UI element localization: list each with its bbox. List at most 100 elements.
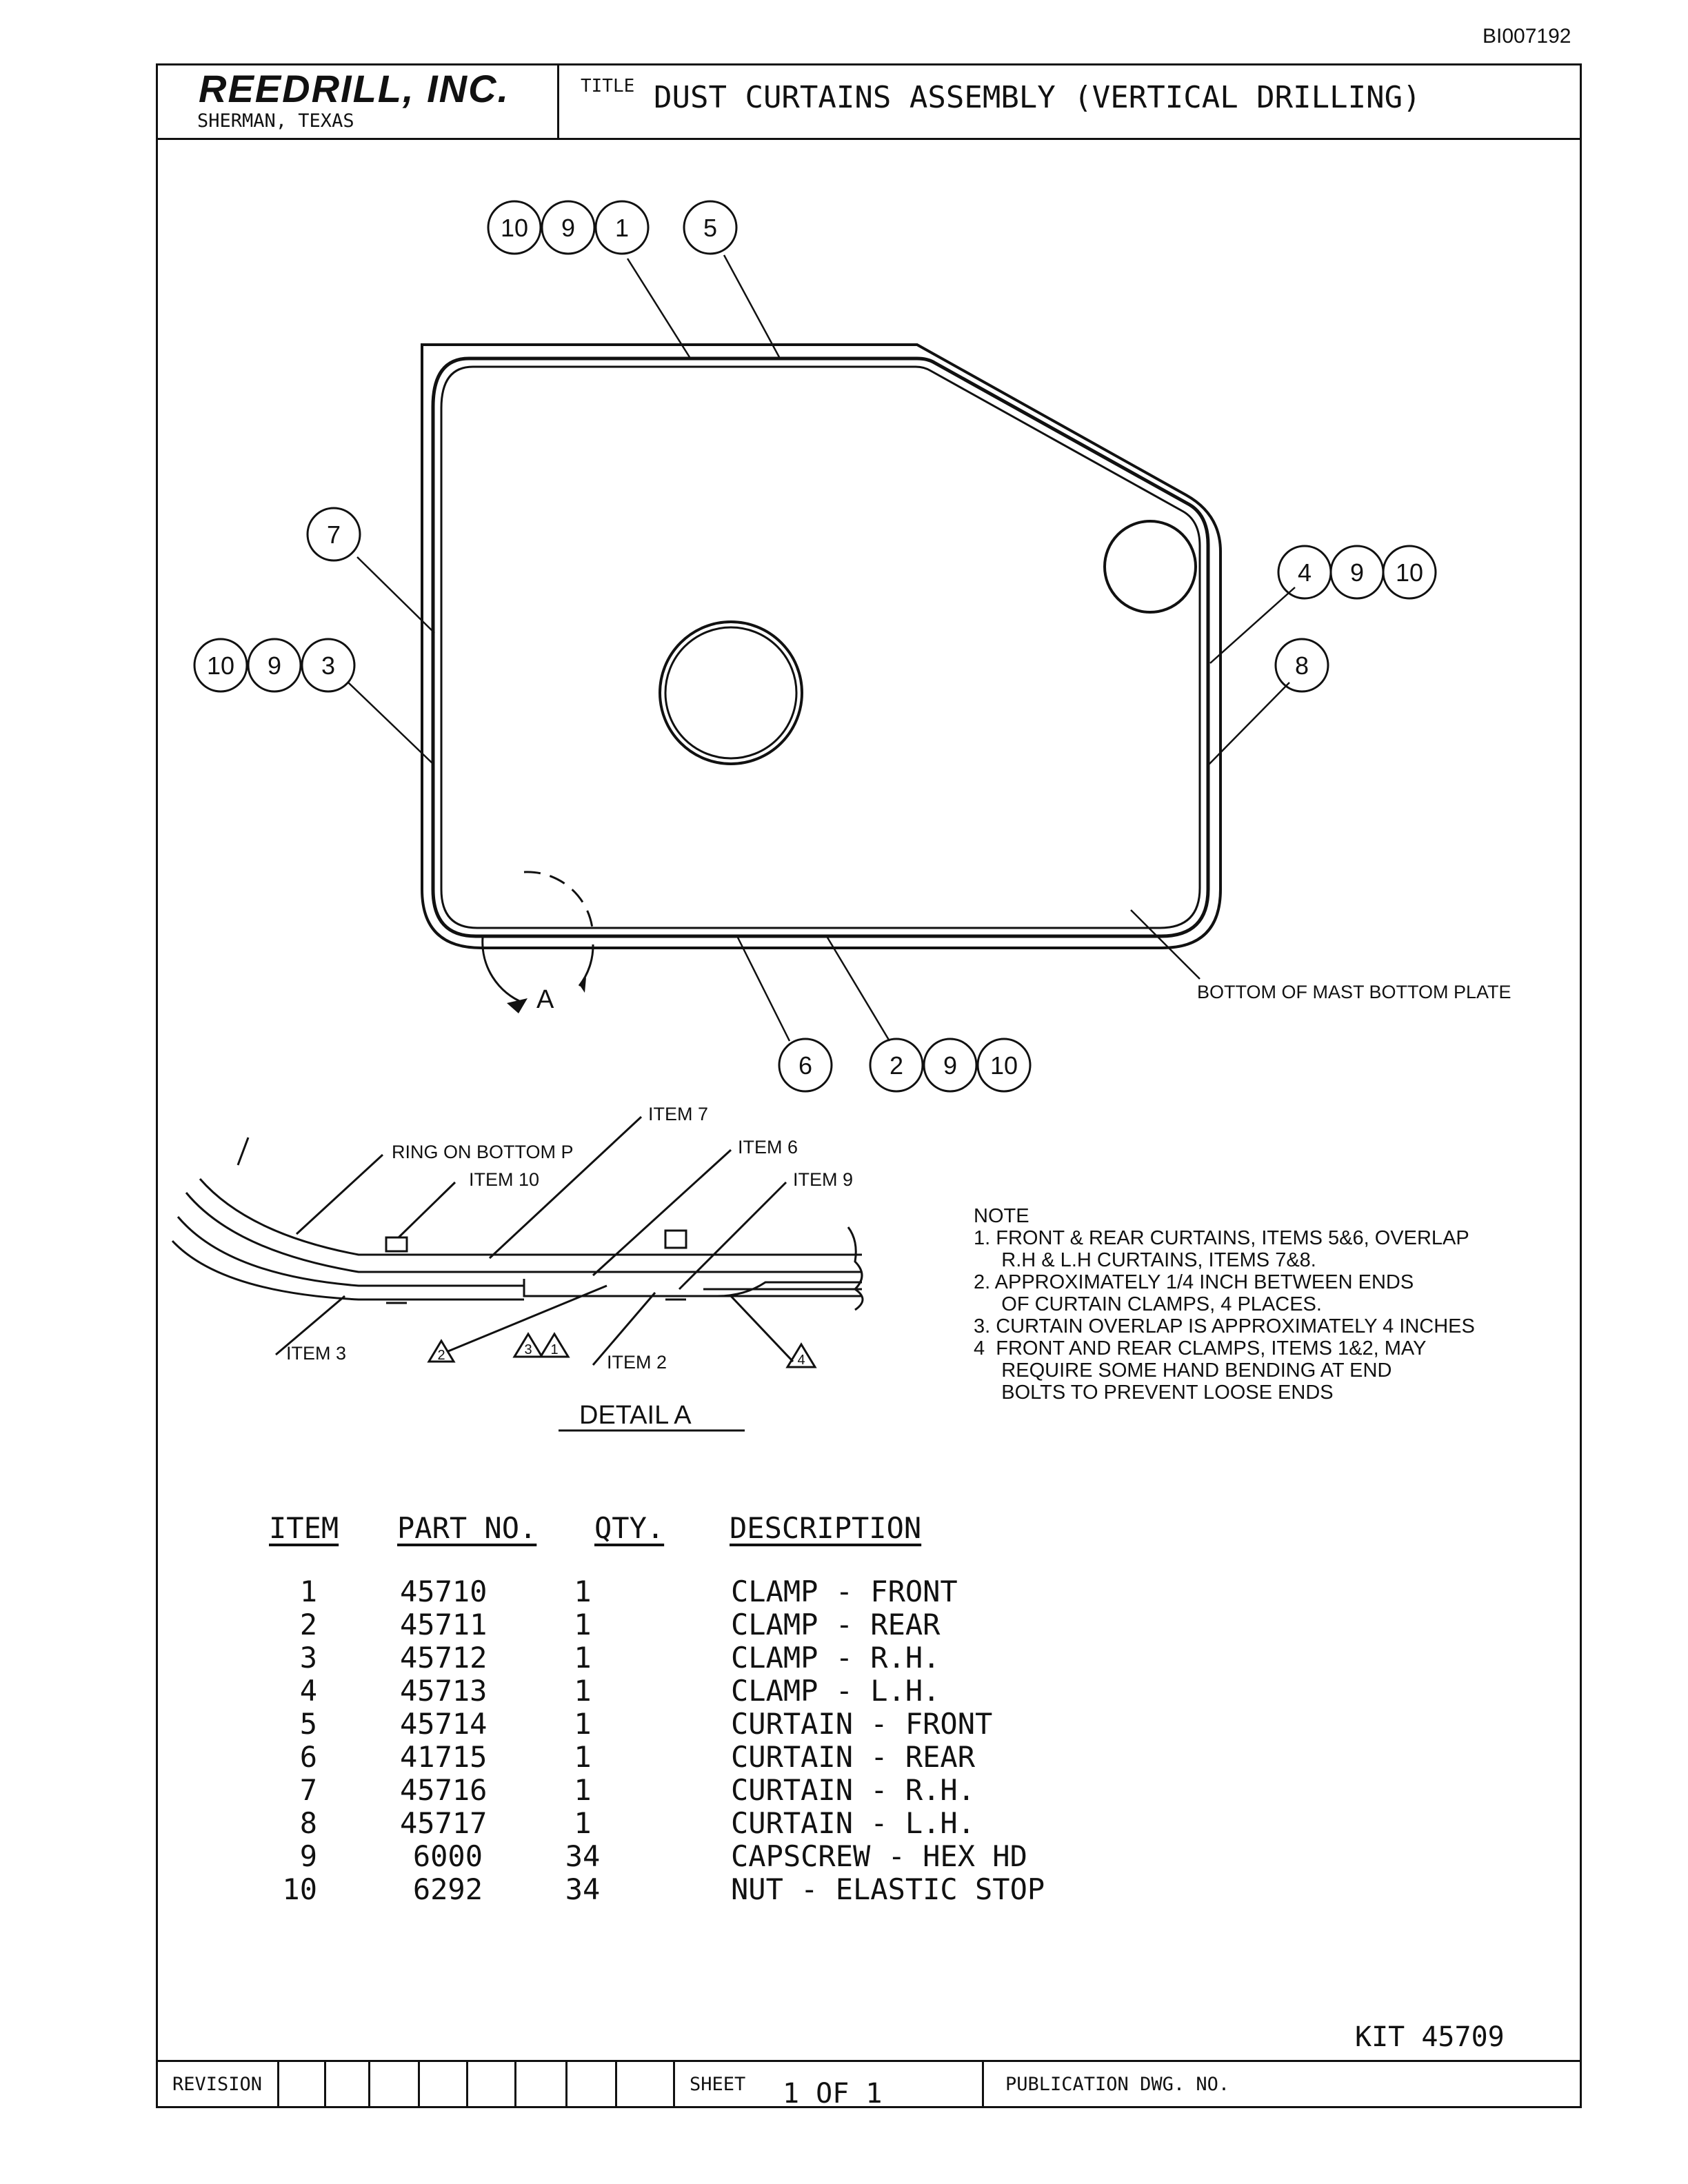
note-line: 2. APPROXIMATELY 1/4 INCH BETWEEN ENDS [974, 1271, 1414, 1293]
table-cell-part: 41715 [400, 1740, 488, 1774]
notes-block: NOTE 1. FRONT & REAR CURTAINS, ITEMS 5&6… [974, 1205, 1475, 1404]
table-cell-part: 45716 [400, 1773, 488, 1807]
footer-divider [156, 2060, 1582, 2062]
table-cell-qty: 1 [574, 1740, 592, 1774]
title-block-vertical-divider [557, 63, 559, 138]
label-item-10: ITEM 10 [469, 1169, 539, 1190]
table-cell-desc: CURTAIN - R.H. [731, 1773, 976, 1807]
balloon-8-right: 8 [1295, 651, 1309, 680]
balloon-4-right: 4 [1298, 558, 1312, 587]
table-cell-item: 10 [282, 1872, 317, 1906]
detail-marker: A [536, 985, 554, 1014]
document-id: BI007192 [1483, 25, 1571, 48]
balloon-7-left: 7 [327, 520, 341, 549]
title-block-divider [156, 138, 1582, 140]
note-line: BOLTS TO PREVENT LOOSE ENDS [974, 1382, 1334, 1404]
detail-a-title: DETAIL A [579, 1401, 692, 1430]
table-cell-item: 8 [299, 1806, 317, 1840]
header-item: ITEM [269, 1511, 339, 1545]
table-cell-desc: CURTAIN - FRONT [731, 1707, 993, 1741]
label-item-9: ITEM 9 [793, 1169, 853, 1190]
table-cell-part: 45711 [400, 1608, 488, 1641]
label-item-3: ITEM 3 [286, 1343, 346, 1364]
note-line: OF CURTAIN CLAMPS, 4 PLACES. [974, 1293, 1322, 1315]
header-description: DESCRIPTION [730, 1511, 922, 1545]
table-cell-desc: CURTAIN - REAR [731, 1740, 976, 1774]
table-cell-part: 45717 [400, 1806, 488, 1840]
table-cell-part: 45714 [400, 1707, 488, 1741]
label-ring-on-bottom: RING ON BOTTOM P [392, 1142, 574, 1162]
bottom-plate-label: BOTTOM OF MAST BOTTOM PLATE [1197, 982, 1511, 1002]
table-cell-qty: 1 [574, 1773, 592, 1807]
table-cell-desc: CLAMP - R.H. [731, 1641, 941, 1675]
table-cell-part: 45712 [400, 1641, 488, 1675]
sheet-value: 1 OF 1 [783, 2078, 883, 2110]
note-line: REQUIRE SOME HAND BENDING AT END [974, 1359, 1392, 1382]
table-cell-item: 7 [299, 1773, 317, 1807]
bit-opening-circle-inner [664, 626, 798, 760]
drawing-title: DUST CURTAINS ASSEMBLY (VERTICAL DRILLIN… [654, 80, 1421, 115]
balloon-9-bottom: 9 [943, 1051, 957, 1080]
drawing-frame [156, 63, 1582, 2108]
balloon-3-left: 3 [321, 651, 335, 680]
label-item-7: ITEM 7 [648, 1104, 708, 1124]
table-cell-desc: CLAMP - REAR [731, 1608, 941, 1641]
balloon-10-right: 10 [1396, 558, 1423, 587]
table-cell-desc: CLAMP - FRONT [731, 1575, 958, 1608]
note-line: 1. FRONT & REAR CURTAINS, ITEMS 5&6, OVE… [974, 1227, 1469, 1249]
publication-dwg-label: PUBLICATION DWG. NO. [1005, 2074, 1230, 2095]
header-qty: QTY. [594, 1511, 665, 1545]
triangle-note-1: 1 [550, 1342, 558, 1357]
header-part-no: PART NO. [397, 1511, 537, 1545]
table-cell-qty: 34 [565, 1839, 601, 1873]
balloon-1-top: 1 [615, 214, 629, 242]
table-cell-qty: 1 [574, 1806, 592, 1840]
table-cell-item: 4 [299, 1674, 317, 1708]
table-cell-part: 6000 [412, 1839, 483, 1873]
table-cell-item: 9 [299, 1839, 317, 1873]
balloon-9-top: 9 [561, 214, 575, 242]
company-name: REEDRILL, INC. [199, 67, 510, 110]
curtain-band-outer [431, 356, 1210, 938]
company-location: SHERMAN, TEXAS [197, 110, 354, 132]
balloon-10-top: 10 [501, 214, 528, 242]
title-label: TITLE [581, 76, 635, 97]
note-line: R.H & L.H CURTAINS, ITEMS 7&8. [974, 1249, 1316, 1271]
triangle-note-2: 2 [437, 1348, 445, 1363]
triangle-note-3: 3 [524, 1342, 532, 1357]
table-cell-desc: CAPSCREW - HEX HD [731, 1839, 1027, 1873]
balloon-9-right: 9 [1350, 558, 1364, 587]
balloon-6-bottom: 6 [798, 1051, 812, 1080]
balloon-10-left: 10 [207, 651, 234, 680]
label-item-6: ITEM 6 [738, 1137, 798, 1157]
sheet-label: SHEET [690, 2074, 746, 2095]
table-cell-part: 6292 [412, 1872, 483, 1906]
curtain-band-inner [440, 365, 1201, 929]
mast-outline [421, 343, 1222, 949]
bit-opening-circle [659, 620, 803, 765]
revision-label: REVISION [172, 2074, 263, 2095]
notes-heading: NOTE [974, 1205, 1029, 1227]
table-cell-qty: 1 [574, 1641, 592, 1675]
table-cell-desc: CURTAIN - L.H. [731, 1806, 976, 1840]
balloon-2-bottom: 2 [890, 1051, 903, 1080]
detail-a-drawing [171, 1115, 864, 1368]
table-cell-part: 45710 [400, 1575, 488, 1608]
table-cell-qty: 1 [574, 1575, 592, 1608]
balloon-9-left: 9 [268, 651, 281, 680]
balloon-10-bottom: 10 [990, 1051, 1018, 1080]
label-item-2: ITEM 2 [607, 1352, 667, 1373]
small-opening-circle [1103, 520, 1197, 614]
detail-a-circle [523, 871, 594, 938]
table-cell-item: 5 [299, 1707, 317, 1741]
table-cell-desc: NUT - ELASTIC STOP [731, 1872, 1045, 1906]
table-cell-qty: 1 [574, 1707, 592, 1741]
table-cell-qty: 34 [565, 1872, 601, 1906]
table-cell-qty: 1 [574, 1608, 592, 1641]
table-cell-item: 2 [299, 1608, 317, 1641]
table-cell-item: 1 [299, 1575, 317, 1608]
balloon-5-top: 5 [703, 214, 717, 242]
kit-number: KIT 45709 [1355, 2021, 1505, 2053]
note-line: 4 FRONT AND REAR CLAMPS, ITEMS 1&2, MAY [974, 1337, 1427, 1359]
